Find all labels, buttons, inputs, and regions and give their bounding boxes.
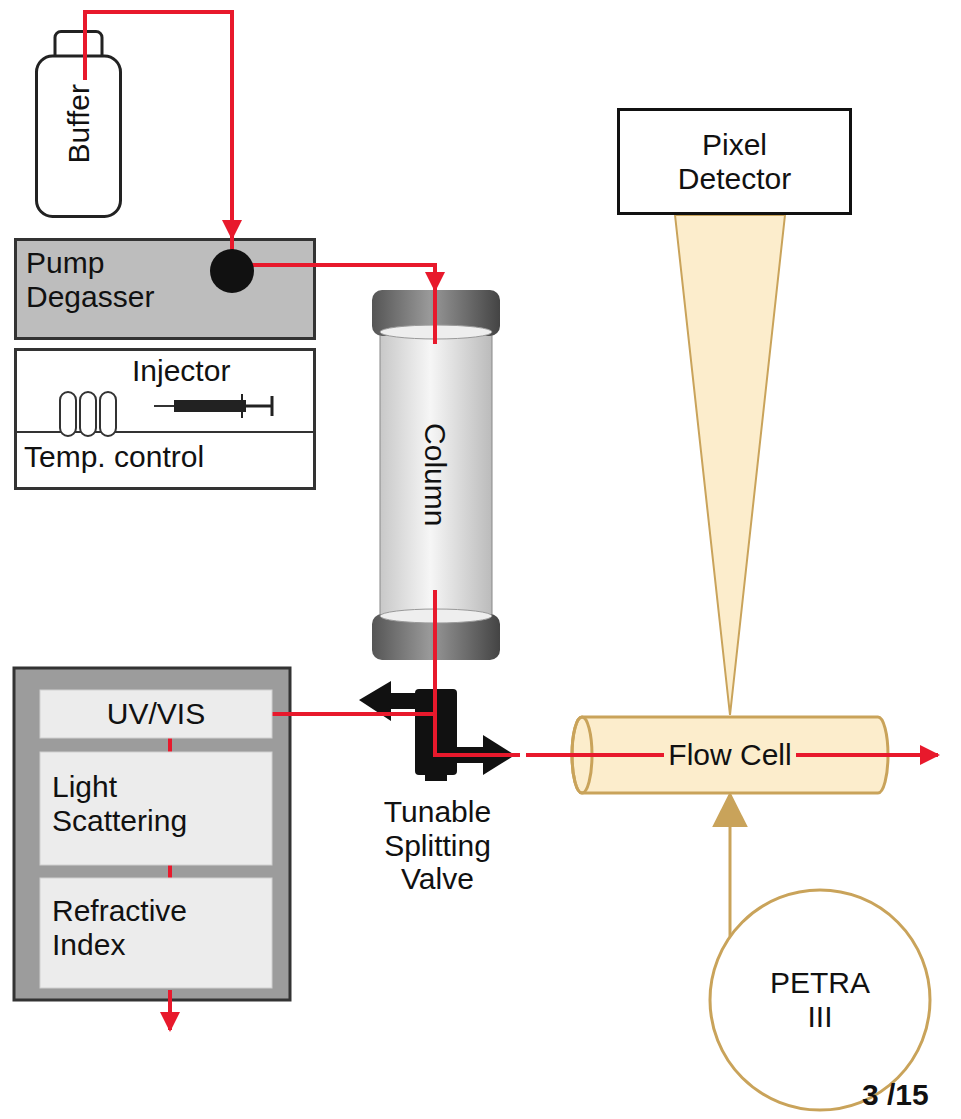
injector-box: InjectorTemp. control (14, 348, 316, 490)
node-label: UV/VIS (107, 697, 205, 731)
node-label: Column (419, 423, 453, 526)
node-label: Tunable Splitting Valve (355, 795, 520, 896)
page-number: 3 /15 (862, 1078, 929, 1112)
flow-line (272, 712, 355, 716)
scattered-beam (675, 215, 785, 715)
node-label: Flow Cell (664, 738, 795, 772)
node-label: Buffer (62, 84, 96, 164)
uv-vis-box: UV/VIS (40, 690, 272, 738)
flow-line (316, 265, 435, 290)
flow-line (526, 753, 570, 757)
node-label: Light Scattering (52, 770, 222, 837)
flow-line (168, 738, 172, 752)
flow-line (433, 660, 437, 675)
node-label: Temp. control (24, 440, 204, 474)
buffer-bottle: Buffer (35, 30, 122, 218)
node-label: Refractive Index (52, 894, 222, 961)
outflow-arrow (890, 753, 938, 757)
splitting-valve: Tunable Splitting Valve (355, 675, 526, 950)
light-scattering-box: Light Scattering (40, 752, 272, 865)
outflow-arrow (168, 990, 172, 1030)
node-label: Pixel Detector (660, 128, 810, 195)
node-label: Injector (132, 354, 230, 388)
column: Column (372, 290, 500, 660)
detector-box: Pixel Detector (617, 108, 852, 215)
node-label: Pump Degasser (26, 246, 186, 313)
pump-box: Pump Degasser (14, 238, 316, 340)
flow-line (168, 865, 172, 878)
refractive-index-box: Refractive Index (40, 878, 272, 988)
flow-cell: Flow Cell (570, 715, 890, 795)
detector-housing (14, 668, 290, 1000)
node-label: PETRA III (755, 966, 885, 1033)
flow-line (729, 795, 732, 937)
